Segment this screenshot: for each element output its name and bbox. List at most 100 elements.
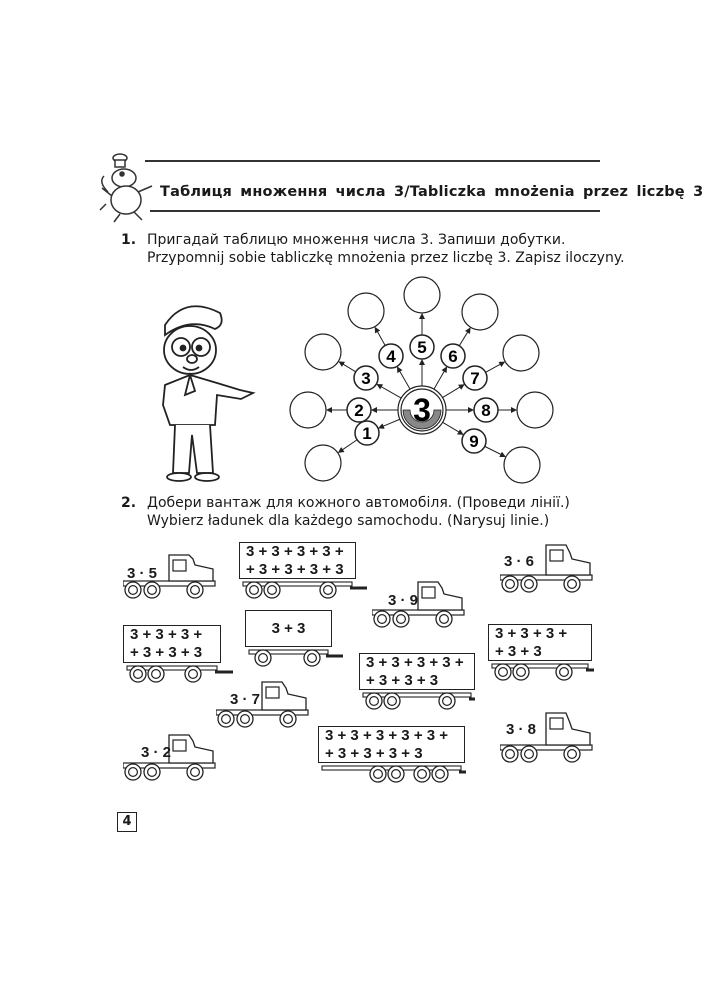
wheel-icon <box>494 663 512 681</box>
cargo-box: 3 + 3 + 3 ++ 3 + 3 + 3 <box>123 625 221 663</box>
multiplier-label: 7 <box>470 369 479 388</box>
wheel-icon <box>129 665 147 683</box>
cargo-expression-line: 3 + 3 + 3 + <box>130 626 203 643</box>
multiplier-node: 4 <box>378 343 404 369</box>
task-2-instruction-pl: Wybierz ładunek dla każdego samochodu. (… <box>147 513 550 529</box>
answer-circle-5[interactable] <box>403 276 441 314</box>
arrow-9-to-answer <box>484 445 506 457</box>
arrow-7-to-answer <box>485 361 506 373</box>
cargo-expression-line: 3 + 3 + 3 + <box>495 624 568 642</box>
wheel-icon <box>501 575 519 593</box>
cargo-expression-line: + 3 + 3 <box>495 642 542 660</box>
multiplier-label: 2 <box>354 401 363 420</box>
cargo-expression-line: 3 + 3 + 3 + 3 + <box>246 542 344 560</box>
multiplier-node: 6 <box>440 343 466 369</box>
wheel-icon <box>431 765 449 783</box>
task-1-instruction-pl: Przypomnij sobie tabliczkę mnożenia prze… <box>147 250 625 266</box>
wheel-icon <box>186 581 204 599</box>
multiplier-label: 9 <box>469 432 478 451</box>
center-node: 3 <box>397 385 447 435</box>
truck-3x7[interactable]: 3 · 7 <box>216 680 311 728</box>
wheel-icon <box>143 581 161 599</box>
wheel-icon <box>217 710 235 728</box>
trailer-chassis-icon <box>242 581 367 599</box>
wheel-icon <box>254 649 272 667</box>
answer-circle-9[interactable] <box>503 446 541 484</box>
cargo-box: 3 + 3 + 3 ++ 3 + 3 <box>488 624 592 661</box>
wheel-icon <box>365 692 383 710</box>
wheel-icon <box>520 575 538 593</box>
multiplier-node: 1 <box>354 420 380 446</box>
task-1-number: 1. <box>121 232 137 248</box>
trailer-chassis-icon <box>248 649 343 667</box>
dragon-mascot-icon <box>99 153 153 223</box>
task-2-instruction-uk: Добери вантаж для кожного автомобіля. (П… <box>147 495 570 511</box>
trailer-chassis-icon <box>362 692 475 710</box>
multiplier-node: 9 <box>461 428 487 454</box>
answer-circle-8[interactable] <box>516 391 554 429</box>
cargo-expression-line: 3 + 3 + 3 + 3 + 3 + <box>325 726 449 744</box>
truck-3x8[interactable]: 3 · 8 <box>500 711 595 763</box>
trailer-chassis-icon <box>321 765 466 783</box>
truck-label: 3 · 8 <box>506 721 537 738</box>
truck-label: 3 · 6 <box>504 553 535 570</box>
truck-label: 3 · 5 <box>127 565 158 582</box>
page-number: 4 <box>117 812 137 832</box>
arrow-1-to-answer <box>337 439 358 453</box>
arrow-center-to-4 <box>396 366 411 390</box>
multiplier-label: 8 <box>481 401 490 420</box>
wheel-icon <box>555 663 573 681</box>
truck-cab-icon <box>500 712 593 763</box>
header-bottom-rule <box>150 210 600 212</box>
truck-3x5[interactable]: 3 · 5 <box>123 553 218 599</box>
answer-circle-6[interactable] <box>461 293 499 331</box>
multiplier-node: 7 <box>462 365 488 391</box>
arrow-center-to-6 <box>433 366 448 390</box>
truck-cab-icon <box>123 734 216 781</box>
wheel-icon <box>392 610 410 628</box>
cargo-box: 3 + 3 + 3 + 3 + 3 ++ 3 + 3 + 3 + 3 <box>318 726 465 763</box>
wheel-icon <box>387 765 405 783</box>
header-top-rule <box>145 160 600 162</box>
truck-cab-icon <box>123 554 216 599</box>
answer-circle-7[interactable] <box>502 334 540 372</box>
answer-circle-4[interactable] <box>347 292 385 330</box>
wheel-icon <box>512 663 530 681</box>
wheel-icon <box>373 610 391 628</box>
answer-circle-3[interactable] <box>304 333 342 371</box>
cargo-expression-line: 3 + 3 + 3 + 3 + <box>366 653 464 671</box>
wheel-icon <box>143 763 161 781</box>
arrow-center-to-9 <box>442 421 464 435</box>
multiplier-label: 5 <box>417 338 426 357</box>
arrow-6-to-answer <box>458 327 471 347</box>
answer-circle-1[interactable] <box>304 444 342 482</box>
wheel-icon <box>369 765 387 783</box>
wheel-icon <box>501 745 519 763</box>
wheel-icon <box>520 745 538 763</box>
wheel-icon <box>413 765 431 783</box>
multiplier-label: 4 <box>386 347 396 366</box>
arrow-4-to-answer <box>374 326 386 346</box>
arrow-center-to-3 <box>376 383 402 399</box>
wheel-icon <box>319 581 337 599</box>
truck-3x2[interactable]: 3 · 2 <box>123 733 218 781</box>
multiplier-node: 3 <box>353 365 379 391</box>
cargo-expression-line: + 3 + 3 + 3 + 3 <box>246 560 344 578</box>
truck-label: 3 · 7 <box>230 691 261 708</box>
task-2-number: 2. <box>121 495 137 511</box>
wheel-icon <box>186 763 204 781</box>
truck-label: 3 · 9 <box>388 592 419 609</box>
multiplier-node: 2 <box>346 397 372 423</box>
trailer-chassis-icon <box>126 665 233 683</box>
wheel-icon <box>147 665 165 683</box>
truck-3x6[interactable]: 3 · 6 <box>500 543 595 593</box>
cargo-box: 3 + 3 <box>245 610 332 647</box>
multiplier-label: 3 <box>361 369 370 388</box>
wheel-icon <box>124 581 142 599</box>
wheel-icon <box>279 710 297 728</box>
answer-circle-2[interactable] <box>289 391 327 429</box>
wheel-icon <box>563 575 581 593</box>
truck-3x9[interactable]: 3 · 9 <box>372 580 467 628</box>
